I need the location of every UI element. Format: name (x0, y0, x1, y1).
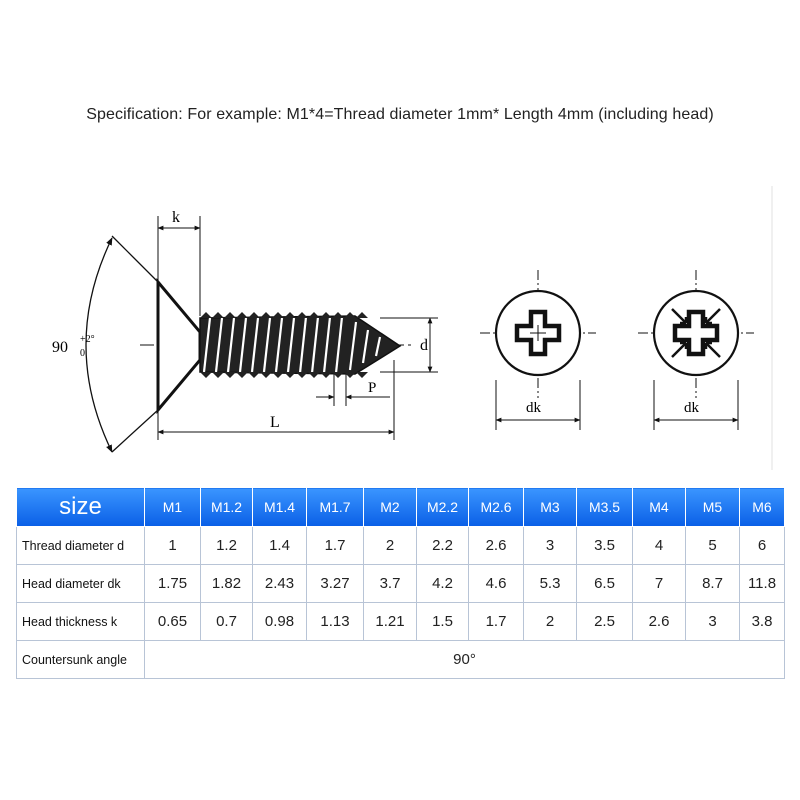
table-cell: 1.4 (252, 526, 307, 565)
size-cell: M1.2 (200, 487, 253, 527)
label-l: L (270, 414, 280, 431)
size-cell: M3 (523, 487, 577, 527)
size-cell: M1.4 (252, 487, 307, 527)
size-cell: M2.6 (468, 487, 524, 527)
label-dk-1: dk (526, 400, 542, 416)
table-cell: 1.7 (306, 526, 364, 565)
table-cell: 1.75 (144, 564, 201, 603)
table-row-head-diameter: Head diameter dk 1.75 1.82 2.43 3.27 3.7… (16, 564, 785, 603)
table-row-head-thickness: Head thickness k 0.65 0.7 0.98 1.13 1.21… (16, 602, 785, 641)
table-row-thread-diameter: Thread diameter d 1 1.2 1.4 1.7 2 2.2 2.… (16, 526, 785, 565)
size-cell: M6 (739, 487, 785, 527)
table-cell: 3.8 (739, 602, 785, 641)
table-cell: 2 (363, 526, 417, 565)
table-cell: 6 (739, 526, 785, 565)
dimension-l (157, 360, 395, 440)
table-cell: 1.2 (200, 526, 253, 565)
phillips-head-view (480, 270, 596, 430)
label-k: k (172, 209, 180, 226)
thread-lines (202, 316, 382, 374)
table-cell: 2.6 (632, 602, 686, 641)
table-cell: 2 (523, 602, 577, 641)
table-cell: 11.8 (739, 564, 785, 603)
table-cell: 3.27 (306, 564, 364, 603)
table-cell: 2.43 (252, 564, 307, 603)
table-cell: 7 (632, 564, 686, 603)
table-cell: 8.7 (685, 564, 740, 603)
table-cell: 3 (685, 602, 740, 641)
label-angle: 90 (52, 339, 68, 356)
label-p: P (368, 380, 376, 396)
row-label: Head diameter dk (16, 564, 145, 603)
table-row-countersunk-angle: Countersunk angle 90° (16, 640, 785, 679)
table-cell: 3.5 (576, 526, 633, 565)
table-header-row: size M1 M1.2 M1.4 M1.7 M2 M2.2 M2.6 M3 M… (16, 487, 785, 527)
screw-side-view (140, 277, 412, 415)
row-label: Countersunk angle (16, 640, 145, 679)
table-cell: 2.5 (576, 602, 633, 641)
row-label: Head thickness k (16, 602, 145, 641)
table-cell: 3.7 (363, 564, 417, 603)
table-cell: 6.5 (576, 564, 633, 603)
table-cell: 1.82 (200, 564, 253, 603)
table-cell: 5 (685, 526, 740, 565)
size-cell: M5 (685, 487, 740, 527)
table-cell: 1.7 (468, 602, 524, 641)
table-cell: 1 (144, 526, 201, 565)
dimension-k (157, 216, 201, 316)
row-label: Thread diameter d (16, 526, 145, 565)
size-cell: M1.7 (306, 487, 364, 527)
pozidriv-head-view (638, 270, 754, 430)
size-cell: M2 (363, 487, 417, 527)
table-cell: 0.65 (144, 602, 201, 641)
table-cell: 2.6 (468, 526, 524, 565)
table-cell: 2.2 (416, 526, 469, 565)
table-cell: 0.7 (200, 602, 253, 641)
table-cell: 4.2 (416, 564, 469, 603)
label-angle-sub: 0 (80, 348, 85, 359)
table-cell: 1.21 (363, 602, 417, 641)
table-cell: 1.13 (306, 602, 364, 641)
size-header: size (16, 487, 145, 527)
size-cell: M3.5 (576, 487, 633, 527)
specification-text: Specification: For example: M1*4=Thread … (86, 106, 714, 123)
table-cell: 0.98 (252, 602, 307, 641)
size-cell: M4 (632, 487, 686, 527)
size-table: size M1 M1.2 M1.4 M1.7 M2 M2.2 M2.6 M3 M… (16, 487, 785, 679)
table-cell: 4.6 (468, 564, 524, 603)
table-cell: 4 (632, 526, 686, 565)
table-cell: 5.3 (523, 564, 577, 603)
size-cell: M1 (144, 487, 201, 527)
screw-drawing: k 90 +2° 0 d P L dk (52, 209, 754, 453)
size-cell: M2.2 (416, 487, 469, 527)
table-cell: 3 (523, 526, 577, 565)
label-angle-sup: +2° (80, 334, 95, 345)
edge-line (771, 186, 773, 470)
dimension-p (316, 374, 390, 406)
dimension-d (380, 317, 438, 373)
dimension-angle (85, 235, 159, 453)
label-dk-2: dk (684, 400, 700, 416)
table-cell: 1.5 (416, 602, 469, 641)
countersunk-angle-value: 90° (144, 640, 785, 679)
label-d: d (420, 337, 428, 354)
